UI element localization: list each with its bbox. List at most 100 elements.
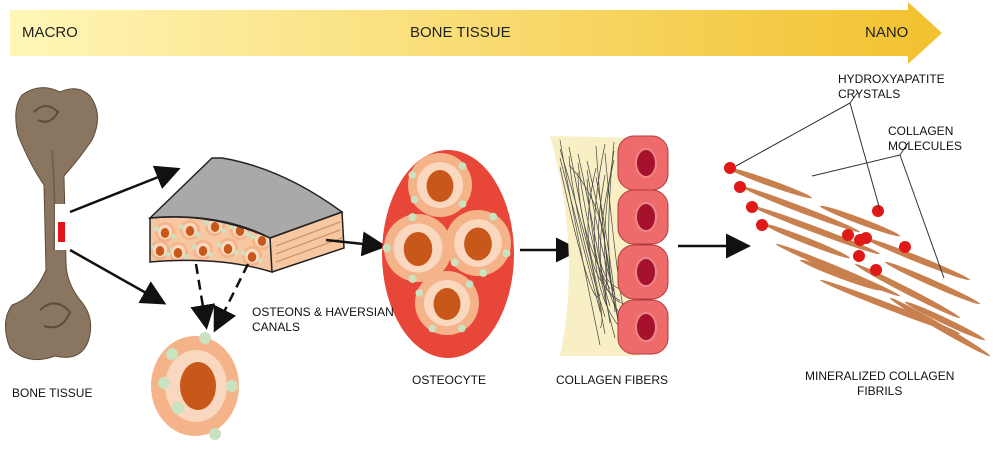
osteocyte-dot	[489, 212, 498, 221]
label-bone-tissue: BONE TISSUE	[12, 386, 93, 400]
collagen-cell-nucleus	[635, 202, 657, 232]
osteocyte-dot	[153, 226, 159, 232]
osteon-canal	[433, 288, 461, 320]
osteon-canal	[426, 170, 454, 202]
osteocyte-dot	[233, 250, 239, 256]
collagen-molecule	[739, 185, 861, 233]
osteocyte-dot	[245, 232, 251, 238]
osteocyte-dot	[457, 324, 466, 333]
hydroxyapatite-crystal	[853, 250, 865, 262]
osteocyte-dot	[183, 254, 189, 260]
osteocyte-dot	[458, 200, 467, 208]
mineralized-collagen-fibrils	[724, 162, 991, 357]
osteocyte-dot	[178, 224, 184, 230]
dashed-arrow-right	[213, 263, 250, 333]
osteocyte-dot	[226, 380, 238, 392]
osteocyte-dot	[240, 250, 246, 256]
osteocyte-dot	[220, 228, 226, 234]
osteon-canal	[185, 226, 195, 236]
collagen-cell-nucleus	[635, 148, 657, 178]
collagen-molecule	[799, 259, 881, 291]
callout-lines	[735, 91, 945, 279]
hydroxyapatite-crystal	[724, 162, 736, 174]
osteocyte-dot	[408, 213, 417, 222]
dashed-arrow-left	[190, 263, 216, 330]
osteocyte-dot	[191, 244, 197, 250]
osteon-canal	[247, 252, 257, 262]
osteocyte-dot	[465, 280, 474, 288]
hydroxyapatite-crystal	[870, 264, 882, 276]
arrow-bone-to-block	[69, 165, 181, 214]
hydroxyapatite-crystal	[872, 205, 884, 217]
osteon-canal	[173, 248, 183, 258]
osteocyte-dot	[410, 195, 419, 204]
osteocyte-dot	[428, 324, 437, 333]
collagen-molecule	[775, 243, 901, 297]
osteon-canal	[235, 226, 245, 236]
scale-label-nano: NANO	[865, 24, 909, 41]
label-osteons-line1: OSTEONS & HAVERSIAN	[252, 305, 394, 319]
osteocyte-dot	[195, 232, 201, 238]
collagen-molecule	[751, 205, 881, 255]
hydroxyapatite-crystal	[854, 234, 866, 246]
osteon-canal	[160, 228, 170, 238]
osteocyte-dot	[199, 332, 211, 344]
label-collagen-fibers: COLLAGEN FIBERS	[556, 373, 669, 387]
label-osteons: OSTEONS & HAVERSIAN CANALS	[252, 305, 394, 335]
osteocyte-dot	[158, 377, 170, 389]
osteon-canal	[155, 246, 165, 256]
label-collagen-molecules-line2: MOLECULES	[888, 139, 963, 153]
bone-image	[5, 87, 98, 361]
osteocyte-dot	[216, 242, 222, 248]
osteocyte-dot	[209, 428, 221, 440]
osteon-canal	[198, 246, 208, 256]
hydroxyapatite-crystal	[842, 229, 854, 241]
osteocyte-dot	[257, 258, 263, 264]
single-osteon	[151, 332, 239, 440]
osteon-canal	[403, 232, 433, 266]
scale-arrow-bar	[10, 2, 942, 64]
label-collagen-molecules-line1: COLLAGEN	[888, 124, 954, 138]
label-hydroxyapatite-line1: HYDROXYAPATITE	[838, 72, 945, 86]
osteocyte-dot	[502, 249, 511, 258]
hydroxyapatite-crystal	[734, 181, 746, 193]
hydroxyapatite-crystal	[899, 241, 911, 253]
osteocyte-dot	[250, 234, 256, 240]
label-mineralized-line2: FIBRILS	[857, 384, 903, 398]
collagen-cell-nucleus	[635, 312, 657, 342]
collagen-cell-nucleus	[635, 257, 657, 287]
scale-label-macro: MACRO	[22, 24, 78, 41]
collagen-molecule	[819, 279, 961, 335]
collagen-molecule	[727, 167, 813, 199]
label-osteons-line2: CANALS	[252, 320, 301, 334]
osteocyte-dot	[170, 234, 176, 240]
scale-label-bone-tissue: BONE TISSUE	[410, 24, 511, 41]
osteocyte-dot	[408, 171, 417, 179]
compact-bone-block	[147, 157, 345, 274]
osteocyte-dot	[479, 268, 488, 277]
collagen-molecule	[854, 263, 961, 319]
osteocyte-dot	[165, 252, 171, 258]
osteocyte-dot	[415, 289, 424, 297]
collagen-fibers-image	[550, 135, 669, 356]
bone-section-marker	[58, 222, 65, 242]
label-mineralized-fibrils: MINERALIZED COLLAGEN FIBRILS	[805, 369, 954, 399]
label-collagen-molecules: COLLAGEN MOLECULES	[888, 124, 962, 154]
osteon-canal	[257, 236, 267, 246]
label-hydroxyapatite: HYDROXYAPATITE CRYSTALS	[838, 72, 945, 102]
osteocyte-dot	[208, 252, 214, 258]
osteocyte-cluster	[382, 150, 514, 358]
label-hydroxyapatite-line2: CRYSTALS	[838, 87, 901, 101]
osteocyte-dot	[166, 348, 178, 360]
collagen-molecule	[819, 205, 901, 237]
osteocyte-dot	[458, 162, 467, 170]
osteocyte-dot	[382, 243, 391, 253]
label-osteocyte: OSTEOCYTE	[412, 373, 487, 387]
arrow-bone-to-osteon	[69, 248, 167, 305]
collagen-molecule	[763, 223, 851, 259]
osteocyte-dot	[172, 402, 184, 414]
collagen-molecule	[904, 301, 986, 341]
collagen-molecule	[864, 237, 971, 281]
